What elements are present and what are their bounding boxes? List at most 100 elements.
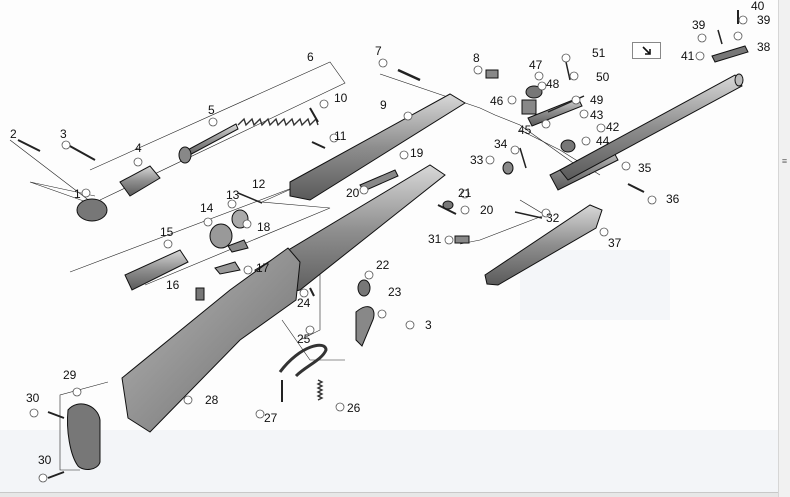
part-9-forend [289,93,466,201]
part-25-trigger-guard [278,343,328,378]
label-51: 51 [592,46,606,60]
part-41-rear-sight [711,45,749,63]
label-7: 7 [375,44,382,58]
label-34: 34 [494,137,508,151]
expand-image-button[interactable] [632,42,661,59]
part-3-pin [67,144,96,161]
part-34-rod [519,147,527,169]
label-50: 50 [596,70,610,84]
label-6: 6 [307,50,314,64]
part-2-screw [17,139,41,152]
label-39: 39 [757,13,771,27]
part-21-screw [442,200,454,210]
part-7-pin [397,68,421,82]
label-32: 32 [546,211,560,225]
label-30: 30 [26,391,40,405]
label-30: 30 [38,453,52,467]
part-22-knob [357,279,371,297]
scrollbar-grip-icon[interactable]: ≡ [781,156,788,166]
part-1-nut [76,198,108,222]
label-14: 14 [200,201,214,215]
bottom-scroll-track [0,492,778,497]
label-12: 12 [252,177,266,191]
arrow-down-right-icon [641,45,651,55]
label-43: 43 [590,108,604,122]
label-41: 41 [681,49,695,63]
part-18-clip [227,239,249,253]
label-44: 44 [596,134,610,148]
part-4-cap [119,165,161,197]
label-40: 40 [751,0,765,13]
label-8: 8 [473,51,480,65]
part-6-spring [237,117,319,127]
part-32-pin [514,211,543,219]
label-15: 15 [160,225,174,239]
label-5: 5 [208,103,215,117]
part-12-bar [237,192,263,204]
label-19: 19 [410,146,424,160]
part-16-block [195,287,205,301]
label-1: 1 [74,187,81,201]
part-37-forend-grip [484,204,603,286]
part-47-knob [525,85,543,99]
label-16: 16 [166,278,180,292]
part-51-pin [565,61,571,81]
label-28: 28 [205,393,219,407]
scan-smudge [520,250,670,320]
label-29: 29 [63,368,77,382]
label-48: 48 [546,77,560,91]
part-17-clip [214,261,241,275]
part-31-block [454,235,470,244]
part-24-pin [309,287,315,297]
label-47: 47 [529,58,543,72]
label-26: 26 [347,401,361,415]
label-37: 37 [608,236,622,250]
label-22: 22 [376,258,390,272]
part-15-magazine-tube [124,249,189,291]
label-42: 42 [606,120,620,134]
label-10: 10 [334,91,348,105]
part-20-pin [437,204,457,215]
label-9: 9 [380,98,387,112]
label-36: 36 [666,192,680,206]
part-labels: 1 2 3 4 5 6 7 8 9 10 11 12 13 14 15 16 1… [10,0,771,467]
part-11-pin [311,141,326,149]
label-25: 25 [297,332,311,346]
label-11: 11 [334,129,347,143]
label-23: 23 [388,285,402,299]
label-2: 2 [10,127,17,141]
vertical-scrollbar[interactable]: ≡ [778,0,790,497]
label-3: 3 [60,127,67,141]
part-30-screw [47,411,65,419]
label-33: 33 [470,153,484,167]
part-36-screw [627,183,645,193]
part-33-washer [502,161,514,175]
part-39-pin [717,29,723,45]
label-18: 18 [257,220,271,234]
part-8-plug [485,69,499,79]
label-20: 20 [480,203,494,217]
part-44-ring [560,139,576,153]
part-23-trigger [355,306,375,347]
label-13: 13 [226,188,240,202]
label-35: 35 [638,161,652,175]
label-27: 27 [264,411,278,425]
callout-markers [29,15,748,483]
label-4: 4 [135,141,142,155]
label-31: 31 [428,232,442,246]
scan-smudge [0,430,778,495]
part-barrel [559,74,743,181]
label-38: 38 [757,40,771,54]
label-49: 49 [590,93,604,107]
label-46: 46 [490,94,504,108]
part-28-stock [121,247,301,433]
part-barrel-muzzle [734,73,744,87]
part-14-ring [209,223,233,249]
label-17: 17 [256,261,270,275]
label-45: 45 [518,123,532,137]
part-30-screw [47,471,65,479]
part-45-bolt [527,97,583,127]
part-46-block [521,99,537,115]
